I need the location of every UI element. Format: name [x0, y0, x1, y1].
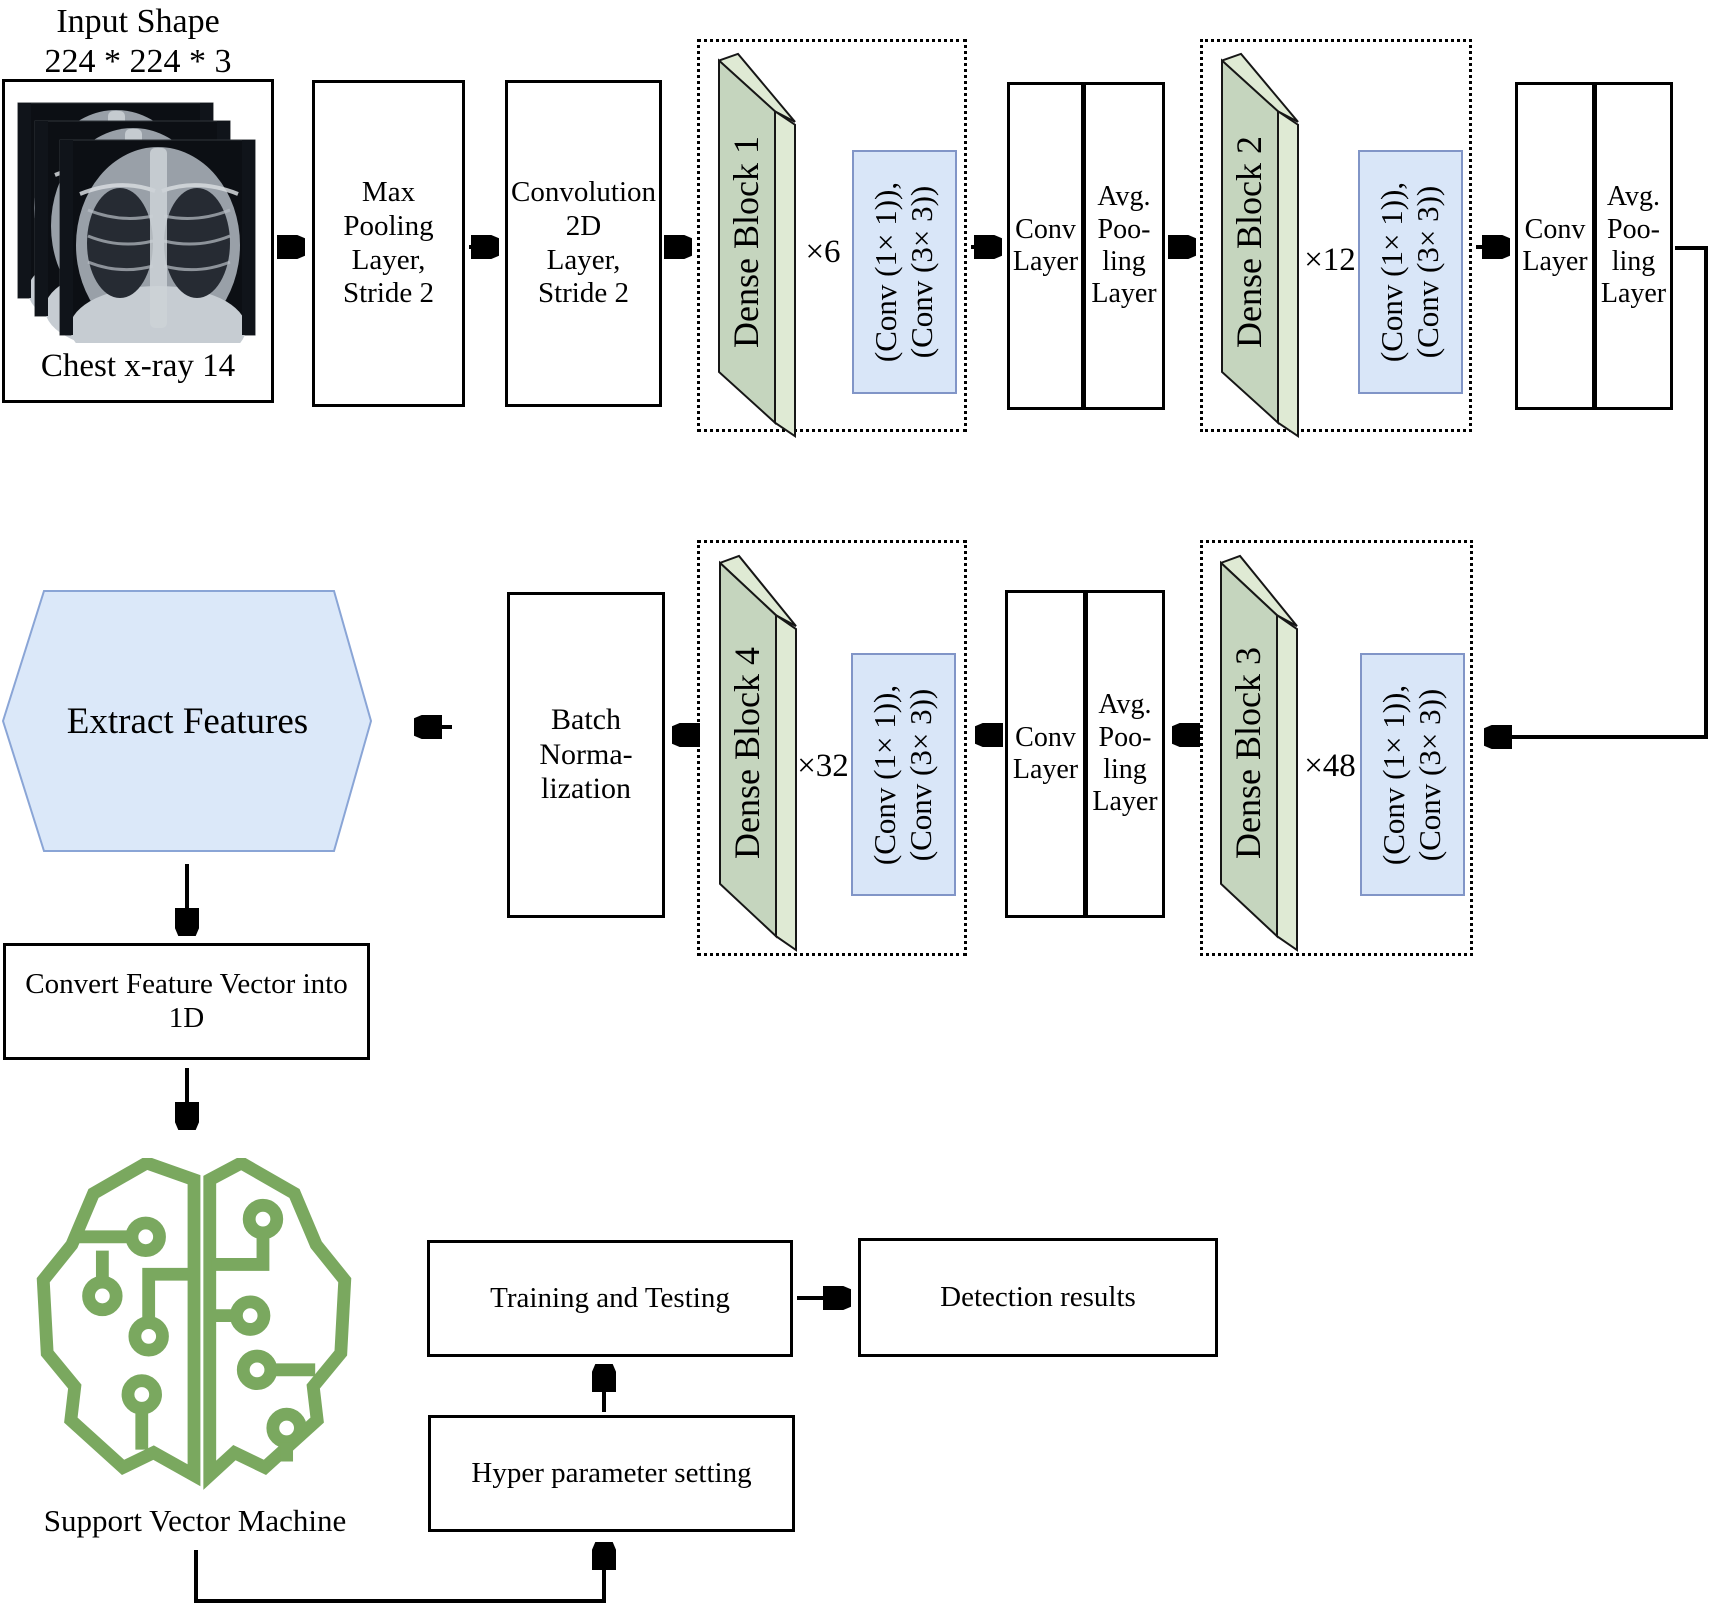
dense-block-4-slab [719, 554, 797, 952]
input-image-caption: Chest x-ray 14 [40, 348, 236, 384]
transition-3-conv-layer: Conv Layer [1012, 721, 1079, 785]
svm-label: Support Vector Machine [43, 1503, 347, 1538]
transition-2-avg-pooling: Avg. Poo- ling Layer [1600, 181, 1667, 310]
dense-block-3-slab [1220, 554, 1298, 952]
dense-block-3-label: Dense Block 3 [1228, 647, 1268, 859]
transition-1-avg-pooling: Avg. Poo- ling Layer [1091, 181, 1157, 310]
extract-features-hexagon [2, 590, 373, 852]
training-testing-label: Training and Testing [490, 1282, 730, 1314]
dense-block-2-multiplier: ×12 [1304, 242, 1356, 278]
extract-features-label: Extract Features [66, 701, 309, 742]
dense-block-1-slab [718, 52, 796, 438]
transition-1-divider [1081, 85, 1086, 407]
detection-results-box: Detection results [858, 1238, 1218, 1357]
dense-block-3-conv-box [1360, 653, 1465, 896]
dense-block-3-group: Dense Block 3 ×48 (Conv (1× 1)), (Conv (… [1200, 540, 1473, 956]
dense-block-2-group: Dense Block 2 ×12 (Conv (1× 1)), (Conv (… [1200, 39, 1472, 438]
transition-3-divider [1083, 593, 1088, 915]
hyper-parameter-label: Hyper parameter setting [471, 1457, 752, 1489]
dense-block-4-conv-label: (Conv (1× 1)), (Conv (3× 3)) [867, 684, 938, 866]
dense-block-4-group: Dense Block 4 ×32 (Conv (1× 1)), (Conv (… [697, 540, 967, 956]
dense-block-2-conv-label: (Conv (1× 1)), (Conv (3× 3)) [1374, 181, 1445, 363]
batch-normalization-box: Batch Norma- lization [507, 592, 665, 918]
input-shape-line1: Input Shape [56, 3, 220, 40]
chest-xray-images [16, 101, 257, 343]
dense-block-1-group: Dense Block 1 ×6 (Conv (1× 1)), (Conv (3… [697, 39, 967, 438]
svm-brain-icon [36, 1158, 352, 1490]
convolution-2d-box: Convolution 2D Layer, Stride 2 [505, 80, 662, 407]
dense-block-2-label: Dense Block 2 [1229, 136, 1269, 348]
max-pooling-box: Max Pooling Layer, Stride 2 [312, 80, 465, 407]
dense-block-2-conv-box [1358, 150, 1463, 394]
hyper-parameter-box: Hyper parameter setting [428, 1415, 795, 1532]
transition-1-conv-layer: Conv Layer [1012, 213, 1079, 277]
transition-1-box: Conv Layer Avg. Poo- ling Layer [1007, 82, 1165, 410]
transition-3-avg-pooling: Avg. Poo- ling Layer [1092, 689, 1158, 818]
batch-normalization-label: Batch Norma- lization [539, 702, 633, 806]
connector-svm-to-hyper [194, 1544, 604, 1603]
convert-1d-label: Convert Feature Vector into 1D [25, 967, 348, 1034]
dense-block-4-conv-box [851, 653, 956, 896]
dense-block-1-conv-box [852, 150, 957, 394]
detection-results-label: Detection results [940, 1281, 1136, 1313]
convolution-2d-label: Convolution 2D Layer, Stride 2 [510, 176, 656, 310]
input-shape-line2: 224 * 224 * 3 [44, 43, 232, 80]
dense-block-1-conv-label: (Conv (1× 1)), (Conv (3× 3)) [868, 181, 939, 363]
max-pooling-label: Max Pooling Layer, Stride 2 [342, 176, 435, 310]
dense-block-4-label: Dense Block 4 [727, 647, 767, 859]
dense-block-4-multiplier: ×32 [797, 748, 849, 784]
dense-block-1-multiplier: ×6 [805, 234, 841, 270]
dense-block-2-slab [1221, 52, 1299, 438]
transition-2-conv-layer: Conv Layer [1522, 213, 1588, 277]
dense-block-3-multiplier: ×48 [1304, 748, 1356, 784]
training-testing-box: Training and Testing [427, 1240, 793, 1357]
convert-1d-box: Convert Feature Vector into 1D [3, 943, 370, 1060]
transition-2-box: Conv Layer Avg. Poo- ling Layer [1515, 82, 1673, 410]
dense-block-1-label: Dense Block 1 [726, 136, 766, 348]
dense-block-3-conv-label: (Conv (1× 1)), (Conv (3× 3)) [1376, 684, 1447, 866]
transition-3-box: Conv Layer Avg. Poo- ling Layer [1005, 590, 1165, 918]
